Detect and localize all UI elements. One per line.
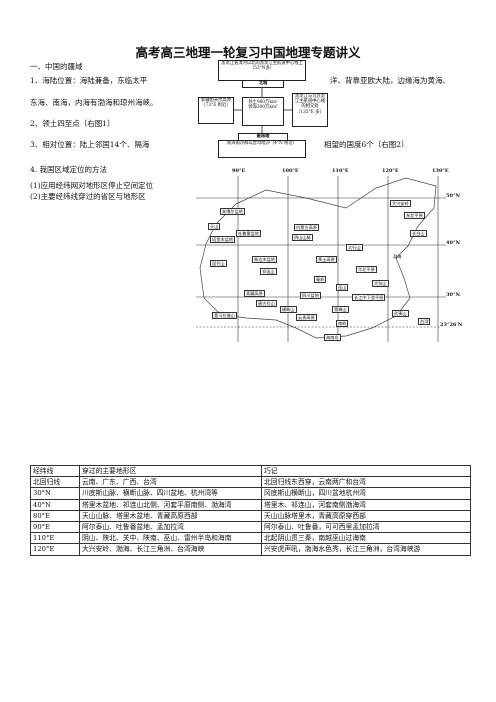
map-label: 大别山: [372, 280, 389, 288]
row-line: 经纬线: [30, 464, 80, 478]
map-label: 巫山: [336, 284, 349, 292]
map-label: 横断山: [280, 306, 297, 314]
row-line: 120°E: [30, 543, 80, 556]
lat-tick: 30°N: [446, 292, 461, 298]
row-mnemonic: 阿尔泰山、吐鲁番，可可西里孟加拉湾: [261, 521, 471, 534]
text-line: (2)主要经纬线穿过的省区与地形区: [30, 192, 146, 201]
text-line: (1)应用经纬网对地形区停止空间定位: [30, 181, 154, 190]
map-label: 武夷山: [392, 310, 409, 318]
row-terrain: 塔里木盆地、祁连山北侧、河套平原南侧、渤海湾: [79, 498, 262, 511]
lon-tick: 130°E: [432, 168, 449, 174]
row-line: 80°E: [30, 509, 80, 523]
map-label: 大兴安岭: [390, 200, 411, 208]
page-title: 高考高三地理一轮复习中国地理专题讲义: [135, 45, 361, 60]
row-mnemonic: 巧记: [261, 464, 471, 478]
china-outline: [199, 177, 437, 339]
map-label: 华北平原: [356, 266, 377, 274]
row-mnemonic: 北回归线东西穿，云南两广和台湾: [261, 476, 471, 489]
north-extreme-title: 北端: [242, 80, 284, 88]
south-extreme-box: 南海南沙群岛曾母暗沙（4°N 附近）: [218, 140, 306, 158]
row-line: 110°E: [30, 532, 80, 545]
map-label: 太行山: [346, 244, 363, 252]
row-mnemonic: 兴安虎声吼，渤海水色秀，长江三角洲，台湾海峡游: [261, 543, 471, 556]
text-line: 1、海陆位置：海陆兼备，东临太平: [30, 76, 148, 85]
map-graticule: [196, 176, 446, 342]
row-line: 北回归线: [30, 476, 80, 489]
meridian-parallel-table: 经纬线穿过的主要地形区巧记北回归线云南、广东、广西、台湾北回归线东西穿，云南两广…: [30, 464, 471, 556]
text-line: 相望的国度6个〔右图2〕: [324, 140, 409, 149]
territory-area-box: 领土960万km² 领海300万km²: [242, 97, 284, 126]
lat-tick: 23°26′N: [440, 322, 463, 328]
map-label: 海南岛: [324, 334, 341, 342]
territory-diagram: 黑龙江省漠河以北的黑龙江主航道中心线上（53°N多） 北端 新疆帕米尔高原（73…: [198, 60, 328, 163]
row-terrain: 阿尔泰山、吐鲁番盆地、孟加拉湾: [79, 521, 262, 534]
row-line: 40°N: [30, 498, 80, 511]
row-terrain: 川底斯山脉、横断山脉、四川盆地、杭州湾等: [79, 487, 262, 500]
text-line: 洋、背靠亚欧大陆，边缘海为黄海、: [330, 76, 450, 85]
text-line: 东海、南海，内海有渤海和琼州海峡。: [30, 98, 158, 107]
china-terrain-map: 90°E 100°E 110°E 120°E 130°E 50°N 40°N 3…: [196, 168, 466, 344]
lon-tick: 90°E: [232, 168, 246, 174]
row-terrain: 阴山、陕北、关中、陕南、巫山、雷州半岛和海南: [79, 532, 262, 545]
lat-tick: 50°N: [446, 193, 461, 199]
row-mnemonic: 天山山脉塔里木，青藏高原穿西部: [261, 509, 471, 523]
map-label: 唐古拉山: [256, 300, 277, 308]
row-terrain: 穿过的主要地形区: [79, 464, 262, 478]
map-label: 内蒙古高原: [294, 224, 319, 232]
map-label: 雪峰山: [332, 306, 349, 314]
row-terrain: 云南、广东、广西、台湾: [79, 476, 262, 489]
text-line: 2、领土四至点〔右图1〕: [30, 119, 115, 128]
map-label: 长白山: [410, 230, 427, 238]
map-label: 云贵高原: [296, 314, 317, 322]
map-label: 南岭: [336, 320, 349, 328]
table-row: 北回归线云南、广东、广西、台湾北回归线东西穿，云南两广和台湾: [30, 476, 471, 489]
lon-tick: 120°E: [382, 168, 399, 174]
lon-tick: 110°E: [332, 168, 349, 174]
map-label: 塔里木盆地: [210, 236, 235, 244]
map-label: 台湾: [418, 318, 431, 326]
text-line: 3、相对位置：陆上邻国14个、隔海: [30, 140, 150, 149]
row-line: 90°E: [30, 521, 80, 534]
north-extreme-box: 黑龙江省漠河以北的黑龙江主航道中心线上（53°N多）: [218, 60, 306, 81]
text-line: 4. 我国区域定位的方法: [30, 165, 108, 174]
row-line: 30°N: [30, 487, 80, 500]
map-label: 秦岭: [314, 276, 327, 284]
map-label: 昆仑山: [210, 260, 227, 268]
section-heading: 一、中国的疆域: [30, 62, 83, 71]
map-label: 吐鲁番盆地: [236, 230, 261, 238]
map-label: 柴达木盆地: [252, 256, 277, 264]
west-extreme-box: 新疆帕米尔高原（73°E 附近）: [198, 97, 234, 124]
map-label: 喜马拉雅山: [212, 312, 237, 320]
row-mnemonic: 塔里木、祁连山，河套南侧渤海湾: [261, 498, 471, 511]
map-label: 祁连山: [260, 268, 277, 276]
row-terrain: 天山山脉、塔里木盆地、青藏高原西部: [79, 509, 262, 523]
lat-tick: 40°N: [446, 240, 461, 246]
map-label: 阴山山脉: [292, 234, 313, 242]
map-label: 黄土高原: [316, 256, 337, 264]
table-row: 经纬线穿过的主要地形区巧记: [30, 464, 471, 478]
sea-label: 渤海: [393, 254, 402, 259]
row-terrain: 大兴安岭、渤海、长江三角洲、台湾海峡: [79, 543, 262, 556]
map-label: 东北平原: [404, 212, 425, 220]
map-label: 准噶尔盆地: [220, 208, 245, 216]
map-label: 四川盆地: [300, 292, 321, 300]
map-label: 天山: [208, 223, 221, 231]
map-label: 长江中下游平原: [352, 294, 386, 302]
row-mnemonic: 冈底斯山横断山，四川盆地杭州湾: [261, 487, 471, 500]
east-extreme-box: 黑龙江与乌苏里江主航道中心线的相交处（135°E 多）: [292, 93, 328, 127]
map-label: 青藏高原: [244, 290, 265, 298]
row-mnemonic: 北起阴山贯三秦，南越巫山过海南: [261, 532, 471, 545]
lon-tick: 100°E: [282, 168, 299, 174]
